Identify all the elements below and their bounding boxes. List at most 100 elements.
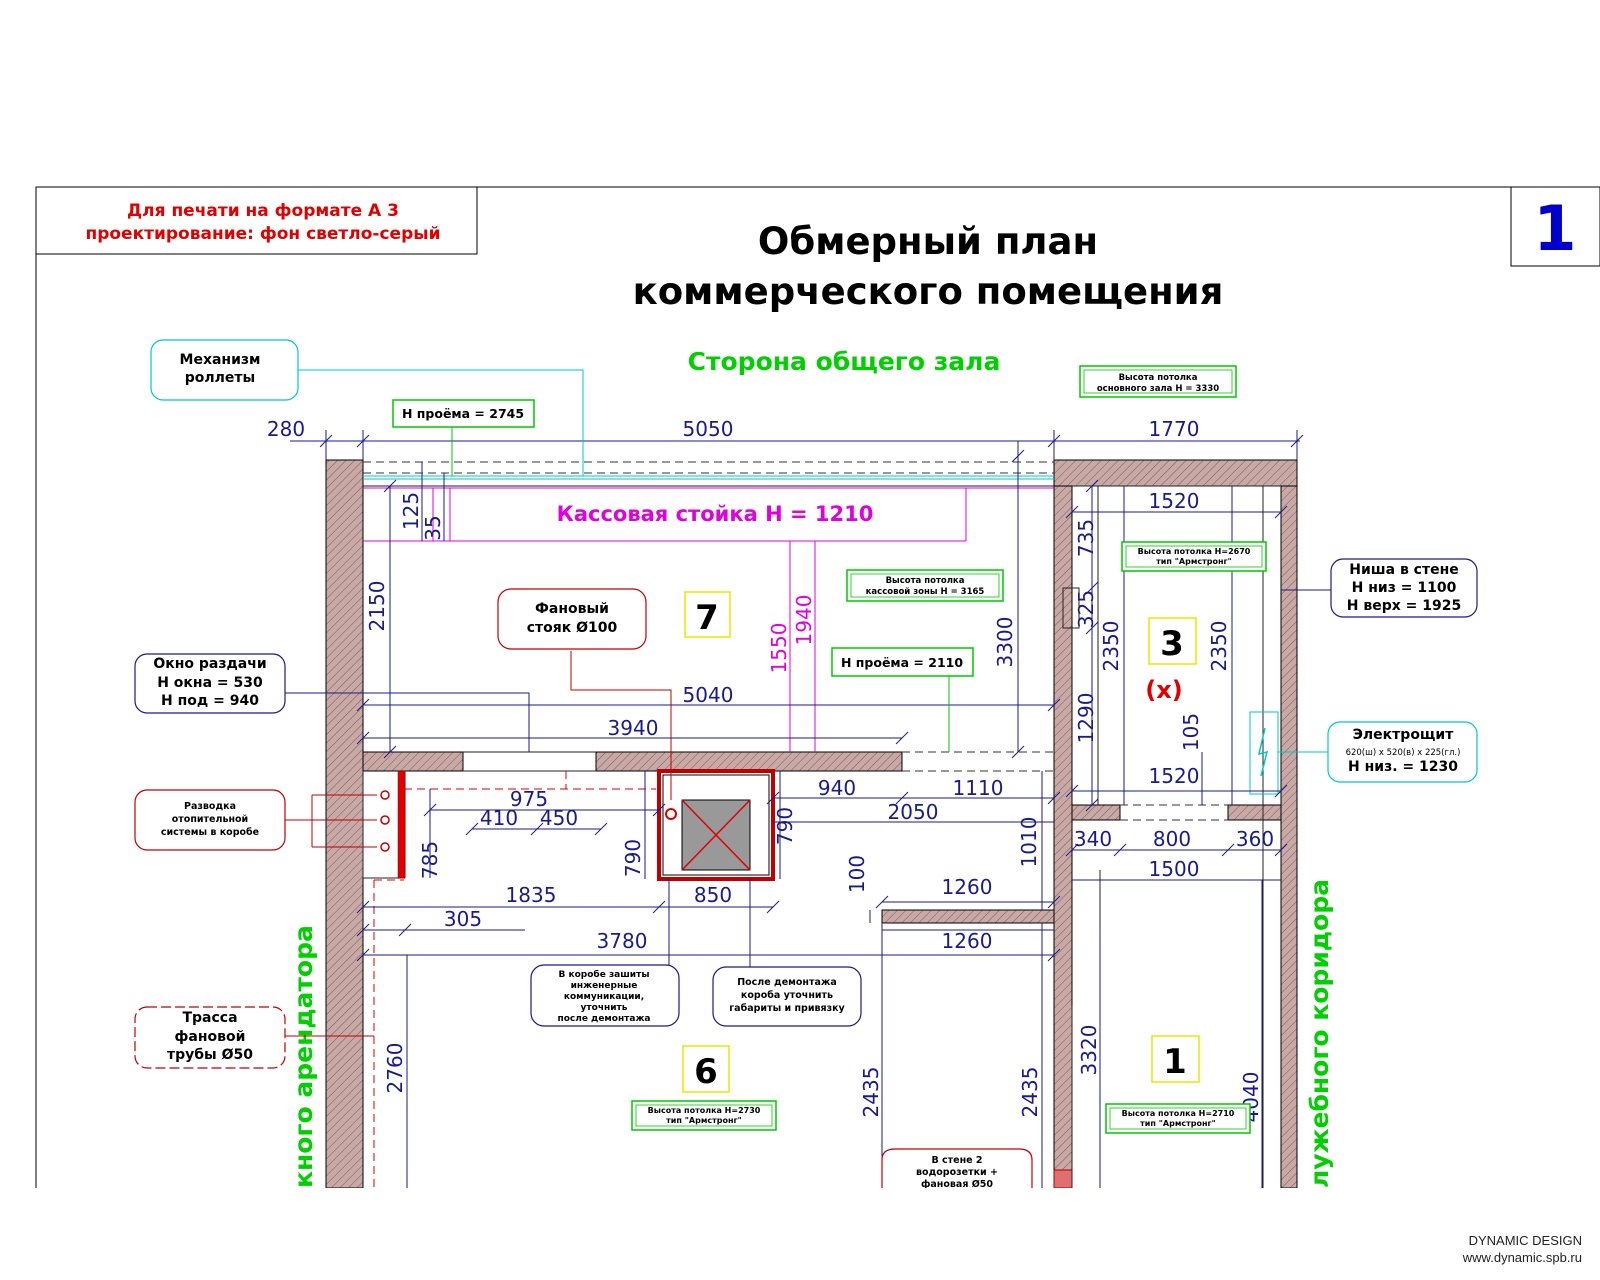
electrical-panel bbox=[1249, 711, 1279, 795]
dim-305: 305 bbox=[444, 907, 482, 931]
svg-text:Ниша в стене: Ниша в стене bbox=[1349, 562, 1459, 578]
svg-text:В стене 2: В стене 2 bbox=[931, 1155, 982, 1166]
dim-940: 940 bbox=[818, 776, 856, 800]
svg-text:инженерные: инженерные bbox=[571, 981, 638, 991]
room-number-6: 6 bbox=[682, 1045, 730, 1093]
dim-360: 360 bbox=[1236, 827, 1274, 851]
dim-2435-b: 2435 bbox=[1018, 1067, 1042, 1118]
room-number-7: 7 bbox=[684, 591, 731, 638]
room-number-3: 3 bbox=[1148, 617, 1197, 665]
side-label-left: кного арендатора bbox=[289, 925, 318, 1188]
svg-text:трубы Ø50: трубы Ø50 bbox=[167, 1047, 253, 1063]
dashed-lines bbox=[363, 461, 1228, 821]
dim-2435-a: 2435 bbox=[859, 1067, 883, 1118]
svg-text:Н проёма = 2110: Н проёма = 2110 bbox=[841, 655, 963, 670]
note-ceiling-main: Высота потолка основного зала Н = 3330 bbox=[1079, 365, 1237, 398]
svg-text:после демонтажа: после демонтажа bbox=[557, 1014, 650, 1024]
svg-text:габариты и привязку: габариты и привязку bbox=[729, 1003, 845, 1014]
dim-790-a: 790 bbox=[621, 839, 645, 877]
dim-1110: 1110 bbox=[953, 776, 1004, 800]
svg-text:Н верх = 1925: Н верх = 1925 bbox=[1347, 598, 1461, 614]
callout-heating: Разводка отопительной системы в коробе bbox=[134, 789, 286, 851]
svg-text:Н низ. = 1230: Н низ. = 1230 bbox=[1348, 759, 1458, 775]
page-title-line1: Обмерный план bbox=[758, 220, 1098, 263]
dim-2050: 2050 bbox=[888, 800, 939, 824]
page-title: Обмерный план коммерческого помещения bbox=[633, 220, 1224, 313]
svg-text:Н под = 940: Н под = 940 bbox=[161, 693, 259, 709]
dim-3320: 3320 bbox=[1077, 1025, 1101, 1076]
svg-text:Н проёма = 2745: Н проёма = 2745 bbox=[402, 406, 524, 421]
leader-lines bbox=[285, 369, 1331, 1037]
callout-riser: Фановый стояк Ø100 bbox=[497, 588, 647, 650]
svg-text:тип "Армстронг": тип "Армстронг" bbox=[1140, 1119, 1216, 1128]
dim-1940: 1940 bbox=[792, 595, 816, 646]
dim-735: 735 bbox=[1074, 519, 1098, 557]
callout-niche: Ниша в стене Н низ = 1100 Н верх = 1925 bbox=[1330, 558, 1478, 618]
dim-3780: 3780 bbox=[597, 929, 648, 953]
dim-1500: 1500 bbox=[1149, 857, 1200, 881]
side-label-top: Сторона общего зала bbox=[688, 347, 1001, 376]
note-cash-counter: Кассовая стойка Н = 1210 bbox=[557, 502, 874, 526]
dim-35: 35 bbox=[421, 515, 445, 540]
roller-line bbox=[363, 475, 1054, 480]
svg-text:Высота потолка: Высота потолка bbox=[1119, 373, 1198, 383]
svg-text:620(ш) x 520(в) x 225(гл.): 620(ш) x 520(в) x 225(гл.) bbox=[1346, 748, 1461, 758]
svg-text:системы в коробе: системы в коробе bbox=[161, 827, 259, 838]
svg-text:фановой: фановой bbox=[175, 1029, 246, 1045]
page-title-line2: коммерческого помещения bbox=[633, 270, 1224, 313]
svg-text:Н низ = 1100: Н низ = 1100 bbox=[1352, 580, 1457, 596]
callout-roller: Механизм роллеты bbox=[150, 339, 299, 401]
callout-box-hidden: В коробе зашиты инженерные коммуникации,… bbox=[530, 964, 680, 1027]
footer-brand: DYNAMIC DESIGN bbox=[1468, 1233, 1582, 1248]
dim-410: 410 bbox=[480, 806, 518, 830]
svg-text:После демонтажа: После демонтажа bbox=[737, 977, 837, 988]
bottom-margin bbox=[0, 1188, 1600, 1280]
side-label-right: лужебного коридора bbox=[1305, 879, 1334, 1188]
svg-text:Электрощит: Электрощит bbox=[1353, 727, 1455, 743]
footer-url: www.dynamic.spb.ru bbox=[1462, 1250, 1582, 1265]
dim-1260-b: 1260 bbox=[942, 929, 993, 953]
dim-2350-b: 2350 bbox=[1207, 621, 1231, 672]
dim-1520-lower: 1520 bbox=[1149, 764, 1200, 788]
svg-text:Окно раздачи: Окно раздачи bbox=[153, 656, 266, 672]
svg-text:тип "Армстронг": тип "Армстронг" bbox=[1156, 557, 1232, 566]
svg-text:коммуникации,: коммуникации, bbox=[564, 992, 644, 1002]
note-opening-top: Н проёма = 2745 bbox=[392, 399, 535, 428]
callout-fan-pipe: Трасса фановой трубы Ø50 bbox=[134, 1006, 286, 1069]
dim-2150: 2150 bbox=[365, 581, 389, 632]
note-opening-mid: Н проёма = 2110 bbox=[831, 647, 974, 677]
svg-text:водорозетки +: водорозетки + bbox=[916, 1167, 998, 1178]
svg-text:Высота потолка: Высота потолка bbox=[886, 576, 965, 586]
sheet-number: 1 bbox=[1533, 192, 1576, 265]
footer: DYNAMIC DESIGN www.dynamic.spb.ru bbox=[1463, 1232, 1582, 1266]
dim-450: 450 bbox=[540, 806, 578, 830]
svg-text:роллеты: роллеты bbox=[185, 370, 255, 386]
svg-text:Трасса: Трасса bbox=[182, 1010, 237, 1026]
dim-800: 800 bbox=[1153, 827, 1191, 851]
note-ceiling-room-3: Высота потолка Н=2670 тип "Армстронг" bbox=[1121, 541, 1267, 572]
dim-5050: 5050 bbox=[683, 417, 734, 441]
svg-text:фановая Ø50: фановая Ø50 bbox=[921, 1179, 993, 1190]
callout-electrical-panel: Электрощит 620(ш) x 520(в) x 225(гл.) Н … bbox=[1327, 721, 1478, 783]
callout-window: Окно раздачи Н окна = 530 Н под = 940 bbox=[134, 653, 286, 714]
svg-text:стояк Ø100: стояк Ø100 bbox=[527, 620, 618, 636]
dim-3940: 3940 bbox=[608, 716, 659, 740]
svg-text:основного зала Н = 3330: основного зала Н = 3330 bbox=[1097, 384, 1219, 394]
callout-box-after: После демонтажа короба уточнить габариты… bbox=[712, 966, 862, 1027]
dim-325: 325 bbox=[1074, 590, 1098, 628]
svg-text:Разводка: Разводка bbox=[184, 801, 236, 812]
svg-text:Высота потолка Н=2730: Высота потолка Н=2730 bbox=[648, 1106, 761, 1115]
dim-105: 105 bbox=[1179, 713, 1203, 751]
svg-text:В коробе зашиты: В коробе зашиты bbox=[559, 969, 650, 980]
svg-text:Механизм: Механизм bbox=[180, 352, 261, 368]
sheet-frame bbox=[35, 186, 1600, 1188]
dim-1835: 1835 bbox=[506, 883, 557, 907]
note-ceiling-room-1: Высота потолка Н=2710 тип "Армстронг" bbox=[1105, 1103, 1251, 1134]
svg-text:кассовой зоны Н = 3165: кассовой зоны Н = 3165 bbox=[866, 587, 985, 597]
dim-1770: 1770 bbox=[1149, 417, 1200, 441]
dim-280: 280 bbox=[267, 417, 305, 441]
dim-340: 340 bbox=[1074, 827, 1112, 851]
svg-text:1: 1 bbox=[1163, 1042, 1187, 1082]
dim-850: 850 bbox=[694, 883, 732, 907]
